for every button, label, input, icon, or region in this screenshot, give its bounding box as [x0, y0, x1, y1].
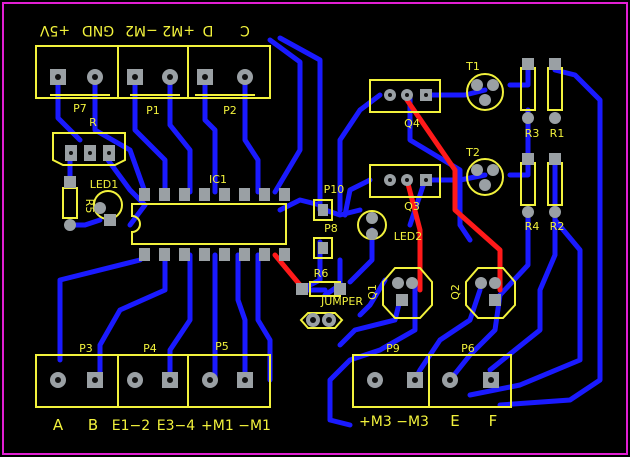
- label-q1: Q1: [366, 284, 379, 300]
- label-r4: R4: [525, 220, 540, 233]
- label-top-c: C: [240, 22, 250, 38]
- pads: [50, 58, 561, 388]
- label-led1: LED1: [90, 178, 119, 191]
- label-p2: P2: [223, 104, 237, 117]
- label-p6: P6: [461, 342, 475, 355]
- label-top-5v: +5V: [39, 22, 70, 38]
- label-r1: R1: [550, 127, 565, 140]
- label-bottom-e34: E3−4: [157, 418, 195, 434]
- label-t2: T2: [465, 146, 480, 159]
- label-r: R: [89, 116, 97, 129]
- label-p1: P1: [146, 104, 160, 117]
- label-top-d: D: [203, 22, 214, 38]
- label-bottom-e12: E1−2: [112, 418, 150, 434]
- label-bottom-f: F: [489, 412, 498, 430]
- label-p10: P10: [324, 183, 345, 196]
- label-q3: Q3: [404, 200, 420, 213]
- label-p7: P7: [73, 102, 87, 115]
- silkscreen-outlines: [35, 45, 563, 408]
- label-led2: LED2: [394, 230, 423, 243]
- silkscreen-labels: C D +M2 −M2 GND +5V P7 P1 P2 R LED1 R5 I…: [39, 22, 564, 434]
- label-bottom-m3: +M3 −M3: [359, 414, 429, 430]
- label-r6: R6: [314, 267, 329, 280]
- label-r2: R2: [550, 220, 565, 233]
- label-bottom-m1: +M1 −M1: [201, 418, 271, 434]
- label-bottom-e: E: [450, 412, 459, 430]
- label-t1: T1: [465, 60, 480, 73]
- label-p4: P4: [143, 342, 157, 355]
- label-p3: P3: [79, 342, 93, 355]
- label-p9: P9: [386, 342, 400, 355]
- label-bottom-b: B: [88, 416, 98, 434]
- label-p5: P5: [215, 340, 229, 353]
- label-r3: R3: [525, 127, 540, 140]
- label-top-m2: +M2 −M2: [125, 22, 195, 38]
- label-q2: Q2: [449, 284, 462, 300]
- label-bottom-a: A: [53, 416, 64, 434]
- label-top-gnd: GND: [82, 22, 114, 38]
- red-traces: [272, 92, 503, 293]
- label-ic1: IC1: [209, 173, 227, 186]
- label-r5: R5: [83, 199, 96, 214]
- label-q4: Q4: [404, 117, 420, 130]
- label-jumper: JUMPER: [320, 295, 363, 308]
- label-p8: P8: [324, 222, 338, 235]
